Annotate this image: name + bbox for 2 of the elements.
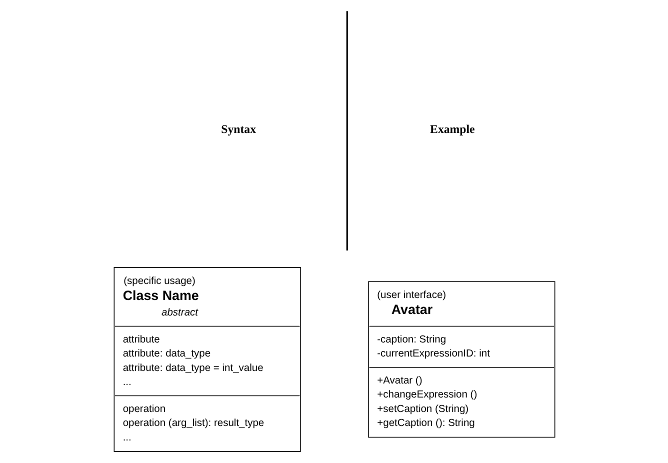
label: Example (430, 122, 474, 136)
label: Syntax (220, 122, 256, 136)
